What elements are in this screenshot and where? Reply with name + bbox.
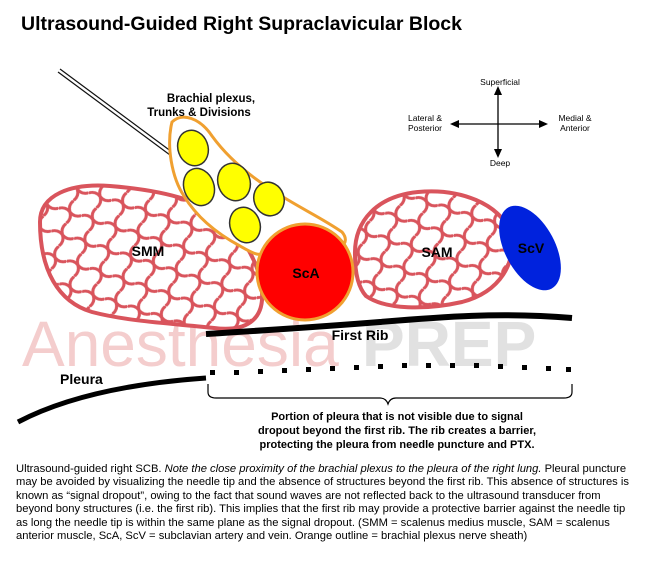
compass-deep: Deep xyxy=(490,158,511,168)
dropout-note-line1: Portion of pleura that is not visible du… xyxy=(271,411,523,423)
first-rib xyxy=(205,312,573,337)
label-brachial-plexus-1: Brachial plexus, xyxy=(167,93,255,105)
compass-superficial: Superficial xyxy=(480,77,520,87)
label-first-rib: First Rib xyxy=(332,327,389,343)
nerve-trunk xyxy=(253,181,285,217)
label-scv: ScV xyxy=(518,240,545,256)
compass-lateral-2: Posterior xyxy=(408,123,442,133)
nerve-trunk xyxy=(216,162,252,202)
diagram-title: Ultrasound-Guided Right Supraclavicular … xyxy=(21,13,462,35)
figure-caption: Ultrasound-guided right SCB. Note the cl… xyxy=(16,463,638,543)
compass-lateral-1: Lateral & xyxy=(408,113,442,123)
dropout-note-line2: dropout beyond the first rib. The rib cr… xyxy=(258,425,536,437)
dropout-dotted-pleura xyxy=(210,363,571,375)
orientation-compass: Superficial Deep Lateral & Posterior Med… xyxy=(408,77,592,168)
subclavian-vein xyxy=(499,205,561,291)
label-pleura: Pleura xyxy=(60,371,103,387)
nerve-trunk xyxy=(182,167,216,207)
label-sca: ScA xyxy=(292,265,319,281)
brachial-plexus xyxy=(168,115,347,256)
dropout-note-line3: protecting the pleura from needle punctu… xyxy=(259,439,534,451)
dropout-bracket xyxy=(207,384,573,406)
subclavian-artery xyxy=(255,222,355,322)
compass-medial-2: Anterior xyxy=(560,123,590,133)
nerve-trunk xyxy=(176,129,210,167)
label-brachial-plexus-2: Trunks & Divisions xyxy=(147,107,251,119)
caption-lead: Ultrasound-guided right SCB. xyxy=(16,463,165,475)
pleura-line xyxy=(16,375,207,425)
needle xyxy=(57,68,173,156)
sam-muscle xyxy=(352,189,514,310)
nerve-trunk xyxy=(228,206,262,244)
caption-emphasis: Note the close proximity of the brachial… xyxy=(164,463,542,475)
compass-medial-1: Medial & xyxy=(558,113,591,123)
dropout-note: Portion of pleura that is not visible du… xyxy=(258,411,536,451)
label-sam: SAM xyxy=(421,244,452,260)
label-smm: SMM xyxy=(132,243,165,259)
caption-body: Pleural puncture may be avoided by visua… xyxy=(16,463,629,543)
